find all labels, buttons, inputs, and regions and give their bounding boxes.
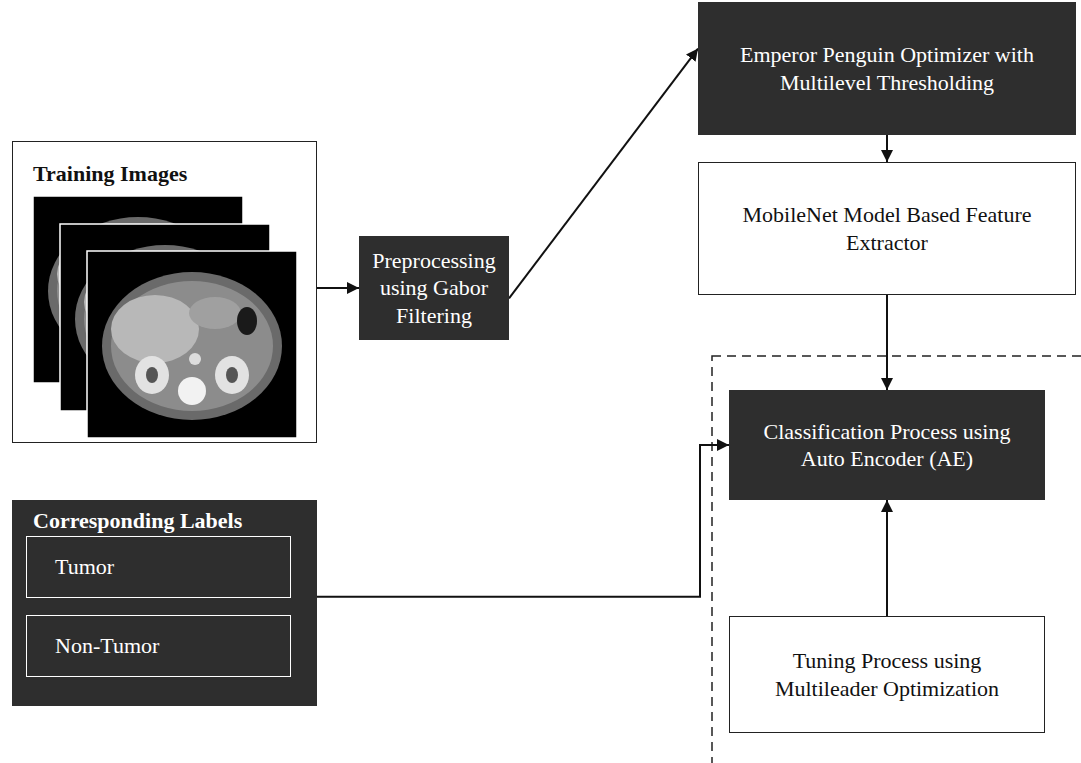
kidney xyxy=(215,356,249,394)
flow-arrow xyxy=(886,135,888,162)
panel-title: Corresponding Labels xyxy=(33,507,242,535)
ct-slice xyxy=(87,251,297,438)
spine xyxy=(178,377,206,405)
flow-arrow xyxy=(886,295,888,390)
dashed-group-frame xyxy=(712,356,1081,763)
label-box: Non-Tumor xyxy=(26,615,291,677)
kidney-pelvis xyxy=(226,367,238,383)
process-box: Preprocessing using Gabor Filtering xyxy=(359,236,509,340)
aorta xyxy=(189,353,201,365)
kidney-pelvis xyxy=(146,367,158,383)
node-label: MobileNet Model Based Feature Extractor xyxy=(709,201,1065,256)
flow-arrow xyxy=(317,287,359,289)
process-box: Emperor Penguin Optimizer with Multileve… xyxy=(698,2,1076,135)
node-label: Classification Process using Auto Encode… xyxy=(740,418,1034,473)
ct-background xyxy=(87,251,297,438)
panel-title: Training Images xyxy=(33,160,187,188)
liver xyxy=(111,295,199,363)
node-label: Tuning Process using Multileader Optimiz… xyxy=(740,647,1034,702)
bowel-gas xyxy=(237,307,257,335)
process-box: MobileNet Model Based Feature Extractor xyxy=(698,162,1076,295)
node-label: Emperor Penguin Optimizer with Multileve… xyxy=(709,41,1065,96)
node-label: Tumor xyxy=(55,553,114,581)
stomach xyxy=(189,297,241,329)
kidney xyxy=(135,356,169,394)
image-panel: Training Images xyxy=(12,141,317,443)
abdomen xyxy=(111,281,273,411)
node-label: Preprocessing using Gabor Filtering xyxy=(370,247,498,330)
flow-arrow xyxy=(317,445,729,597)
flow-arrow xyxy=(509,49,698,299)
ct-slices xyxy=(33,196,297,438)
process-box: Classification Process using Auto Encode… xyxy=(729,390,1045,500)
label-group: Corresponding LabelsTumorNon-Tumor xyxy=(12,500,317,706)
node-label: Non-Tumor xyxy=(55,632,159,660)
body-outline xyxy=(102,272,282,420)
flow-arrow xyxy=(886,500,888,616)
label-box: Tumor xyxy=(26,536,291,598)
process-box: Tuning Process using Multileader Optimiz… xyxy=(729,616,1045,733)
